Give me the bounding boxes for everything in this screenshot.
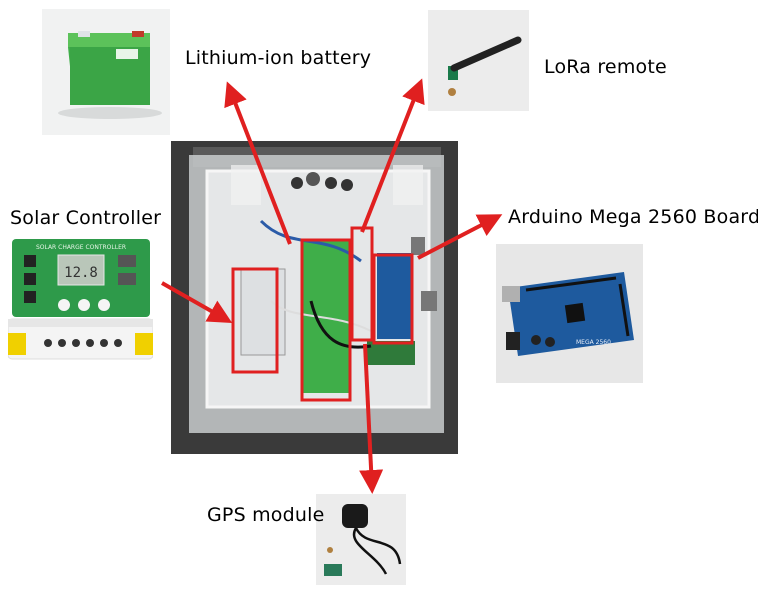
solar-controller-label: Solar Controller bbox=[10, 207, 162, 229]
battery-highlight-box bbox=[300, 238, 352, 402]
arduino-photo: MEGA 2560 bbox=[496, 244, 643, 383]
arduino-board-label: Arduino Mega 2560 Board bbox=[508, 206, 758, 228]
enclosure-photo bbox=[171, 141, 458, 454]
gps-module-photo bbox=[316, 494, 406, 585]
arduino-highlight-box bbox=[372, 253, 414, 345]
solar-controller-highlight-box bbox=[231, 267, 279, 374]
solar-controller-arrow bbox=[161, 281, 233, 323]
solar-display-text: 12.8 bbox=[64, 265, 98, 281]
solar-header-text: SOLAR CHARGE CONTROLLER bbox=[36, 244, 126, 251]
battery-arrow bbox=[224, 81, 292, 245]
lora-remote-label: LoRa remote bbox=[544, 56, 667, 78]
lora-arrow bbox=[360, 78, 425, 233]
gps-highlight-box bbox=[350, 226, 374, 342]
battery-label: Lithium-ion battery bbox=[185, 47, 372, 69]
arduino-arrow bbox=[417, 214, 503, 260]
battery-photo bbox=[42, 9, 170, 135]
solar-controller-photo: SOLAR CHARGE CONTROLLER 12.8 bbox=[8, 237, 153, 363]
gps-module-label: GPS module bbox=[207, 504, 325, 526]
arduino-chip-text: MEGA 2560 bbox=[576, 339, 611, 346]
lora-remote-photo bbox=[428, 10, 529, 111]
gps-arrow bbox=[359, 343, 384, 494]
